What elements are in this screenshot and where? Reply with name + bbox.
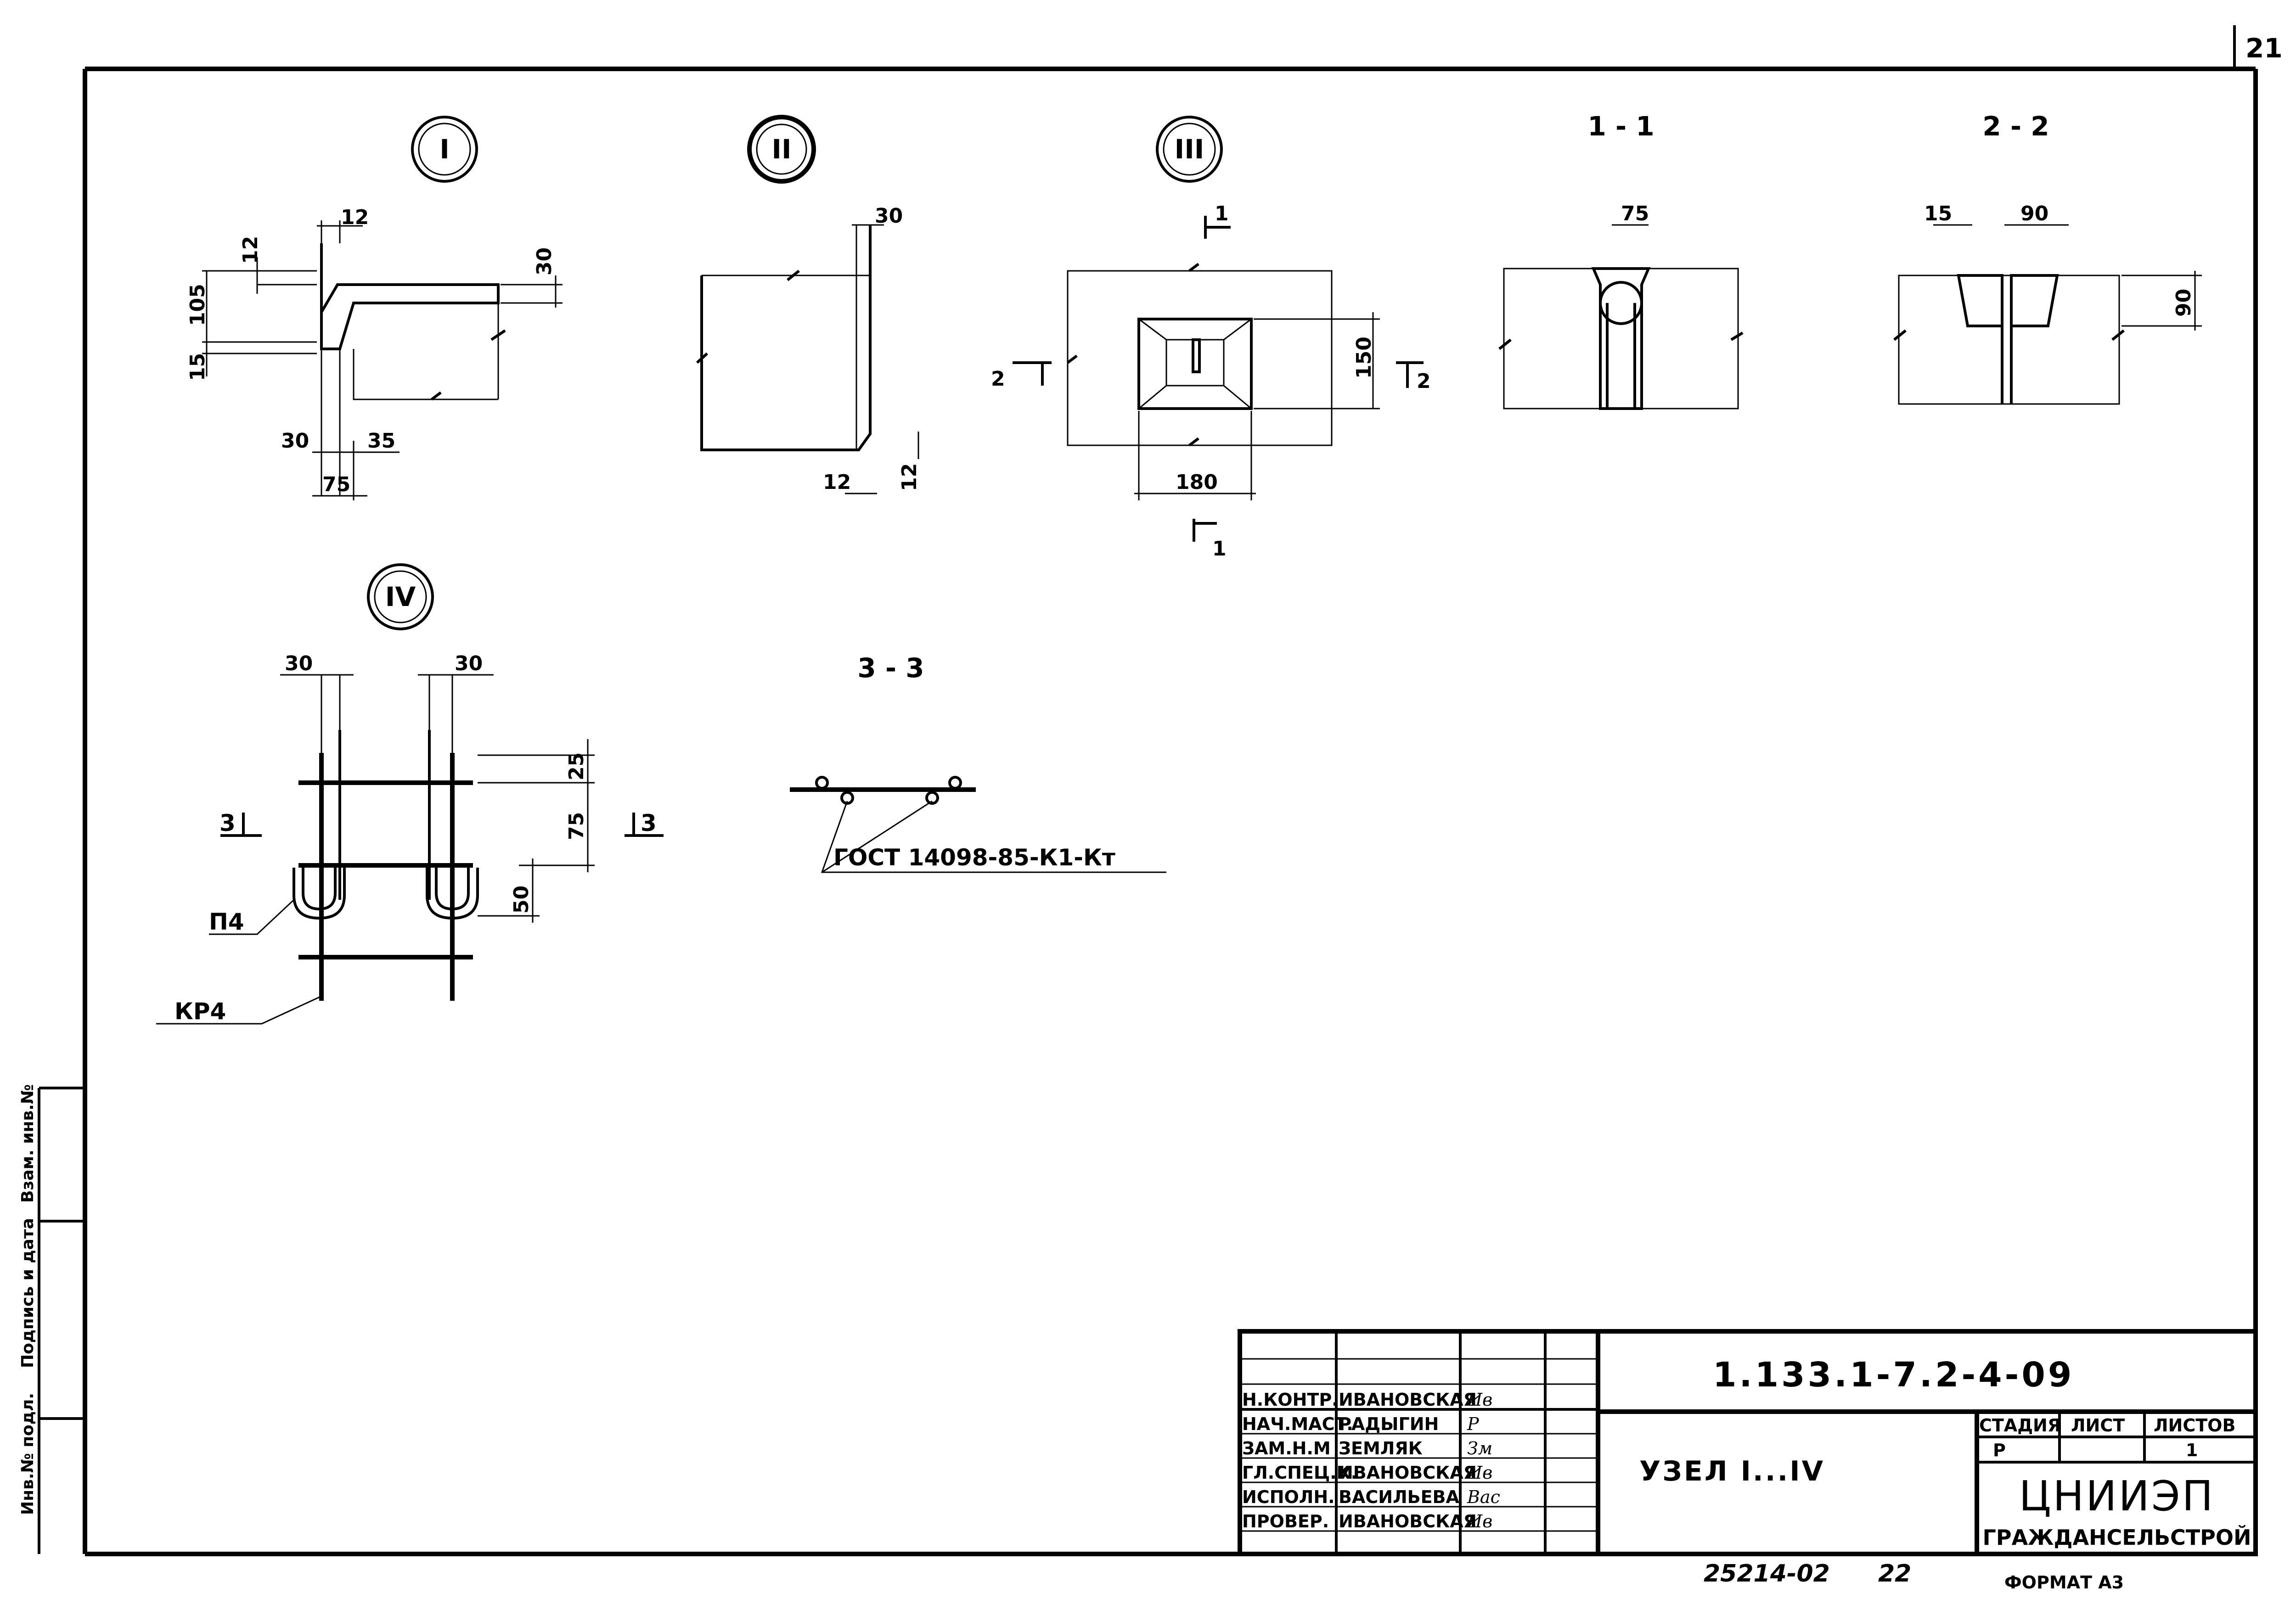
role-row: Н.КОНТР. ИВАНОВСКАЯ Ив — [1242, 1390, 1492, 1410]
section-1-1-title: 1 - 1 — [1587, 111, 1654, 142]
node-2-mark: II — [771, 134, 791, 165]
n3-cut-2b: 2 — [1417, 370, 1431, 393]
document-code: 1.133.1-7.2-4-09 — [1713, 1355, 2074, 1395]
drawing-title: УЗЕЛ I...IV — [1639, 1455, 1825, 1487]
role-name: РАДЫГИН — [1339, 1414, 1439, 1434]
n3-cut-1a: 1 — [1215, 202, 1229, 225]
node-4: IV 30 30 25 75 50 3 3 П4 — [156, 563, 664, 1025]
section-1-1: 1 - 1 75 — [1498, 111, 1744, 410]
role-label: ГЛ.СПЕЦ.К. — [1242, 1463, 1357, 1483]
sheets-value: 1 — [2186, 1440, 2198, 1460]
n1-dim-15: 15 — [186, 353, 209, 381]
sheet-number: 21 — [2245, 33, 2283, 64]
role-name: ЗЕМЛЯК — [1339, 1438, 1423, 1458]
stage-value: Р — [1993, 1440, 2006, 1460]
node-2: II 30 12 12 — [696, 115, 921, 494]
organization-name: ЦНИИЭП — [2019, 1472, 2215, 1520]
n4-dim-50: 50 — [510, 886, 533, 914]
role-row: ИСПОЛН. ВАСИЛЬЕВА Вас — [1242, 1487, 1500, 1507]
n2-dim-12a: 12 — [823, 471, 851, 494]
role-row: НАЧ.МАСТ. РАДЫГИН Р — [1242, 1414, 1480, 1434]
side-label-sign: Подпись и дата — [18, 1218, 37, 1368]
role-label: Н.КОНТР. — [1242, 1390, 1339, 1410]
sheet-frame: 21 — [83, 25, 2283, 1556]
node-1: I 12 12 105 15 30 30 35 75 — [186, 116, 563, 500]
section-2-2-title: 2 - 2 — [1982, 111, 2049, 142]
section-2-2: 2 - 2 15 90 90 — [1893, 111, 2202, 405]
role-row: ЗАМ.Н.М ЗЕМЛЯК Зм — [1242, 1438, 1492, 1458]
role-label: ПРОВЕР. — [1242, 1511, 1329, 1531]
footer: 25214-02 22 ФОРМАТ А3 — [1704, 1560, 2124, 1593]
role-signature: Р — [1467, 1414, 1480, 1434]
role-row: ПРОВЕР. ИВАНОВСКАЯ Ив — [1242, 1511, 1492, 1531]
n3-cut-1b: 1 — [1212, 537, 1227, 561]
s33-gost-callout: ГОСТ 14098-85-К1-Кт — [833, 844, 1115, 871]
s22-dim-90a: 90 — [2020, 202, 2048, 225]
role-name: ВАСИЛЬЕВА — [1339, 1487, 1460, 1507]
format-label: ФОРМАТ А3 — [2004, 1572, 2124, 1593]
role-name: ИВАНОВСКАЯ — [1339, 1511, 1477, 1531]
role-row: ГЛ.СПЕЦ.К. ИВАНОВСКАЯ Ив — [1242, 1463, 1492, 1483]
archive-number: 25214-02 — [1704, 1560, 1830, 1587]
n3-dim-180: 180 — [1176, 471, 1218, 494]
n3-dim-150: 150 — [1352, 337, 1376, 379]
n1-dim-30b: 30 — [281, 429, 309, 453]
organization-subname: ГРАЖДАНСЕЛЬСТРОЙ — [1983, 1525, 2251, 1550]
role-signature: Зм — [1467, 1438, 1492, 1458]
n1-dim-75: 75 — [322, 473, 350, 496]
role-signature: Ив — [1467, 1511, 1492, 1531]
n4-label-p4: П4 — [209, 909, 244, 935]
n4-dim-30b: 30 — [455, 652, 483, 675]
side-label-replace: Взам. инв.№ — [18, 1084, 37, 1203]
n4-dim-30a: 30 — [285, 652, 313, 675]
role-label: ИСПОЛН. — [1242, 1487, 1335, 1507]
n2-dim-12b: 12 — [898, 463, 921, 491]
n4-cut-3a: 3 — [219, 810, 236, 836]
sheets-label: ЛИСТОВ — [2154, 1415, 2235, 1436]
node-3-mark: III — [1175, 134, 1204, 165]
role-signature: Вас — [1467, 1487, 1500, 1507]
role-signature: Ив — [1467, 1463, 1492, 1483]
s11-dim-75: 75 — [1621, 202, 1649, 225]
s22-dim-15: 15 — [1924, 202, 1952, 225]
archive-page: 22 — [1878, 1560, 1911, 1587]
role-signature: Ив — [1467, 1390, 1492, 1410]
node-4-mark: IV — [385, 581, 416, 612]
node-3: III 1 1 2 2 150 180 — [991, 116, 1431, 561]
n1-dim-105: 105 — [186, 284, 209, 326]
node-1-mark: I — [439, 134, 450, 165]
section-3-3-title: 3 - 3 — [857, 652, 924, 684]
n4-dim-75: 75 — [565, 812, 588, 840]
n1-dim-top: 12 — [341, 206, 369, 229]
stage-label: СТАДИЯ — [1979, 1415, 2061, 1436]
n2-dim-30: 30 — [875, 204, 903, 228]
role-name: ИВАНОВСКАЯ — [1339, 1390, 1477, 1410]
n1-dim-12b: 12 — [239, 236, 262, 264]
section-3-3: 3 - 3 ГОСТ 14098-85-К1-Кт — [790, 652, 1166, 873]
side-stamp: Инв.№ подл. Подпись и дата Взам. инв.№ — [18, 1084, 85, 1554]
sheet-label: ЛИСТ — [2071, 1415, 2125, 1436]
role-label: ЗАМ.Н.М — [1242, 1438, 1331, 1458]
n1-dim-30r: 30 — [533, 247, 556, 275]
n4-label-kr4: КР4 — [174, 998, 226, 1025]
role-label: НАЧ.МАСТ. — [1242, 1414, 1353, 1434]
title-block: Н.КОНТР. ИВАНОВСКАЯ Ив НАЧ.МАСТ. РАДЫГИН… — [1238, 1329, 2258, 1556]
n3-cut-2a: 2 — [991, 367, 1005, 391]
side-label-inv: Инв.№ подл. — [18, 1393, 37, 1515]
s22-dim-90b: 90 — [2172, 289, 2195, 317]
n1-dim-35: 35 — [367, 429, 395, 453]
n4-cut-3b: 3 — [641, 810, 657, 836]
role-name: ИВАНОВСКАЯ — [1339, 1463, 1477, 1483]
n4-dim-25: 25 — [565, 752, 588, 780]
